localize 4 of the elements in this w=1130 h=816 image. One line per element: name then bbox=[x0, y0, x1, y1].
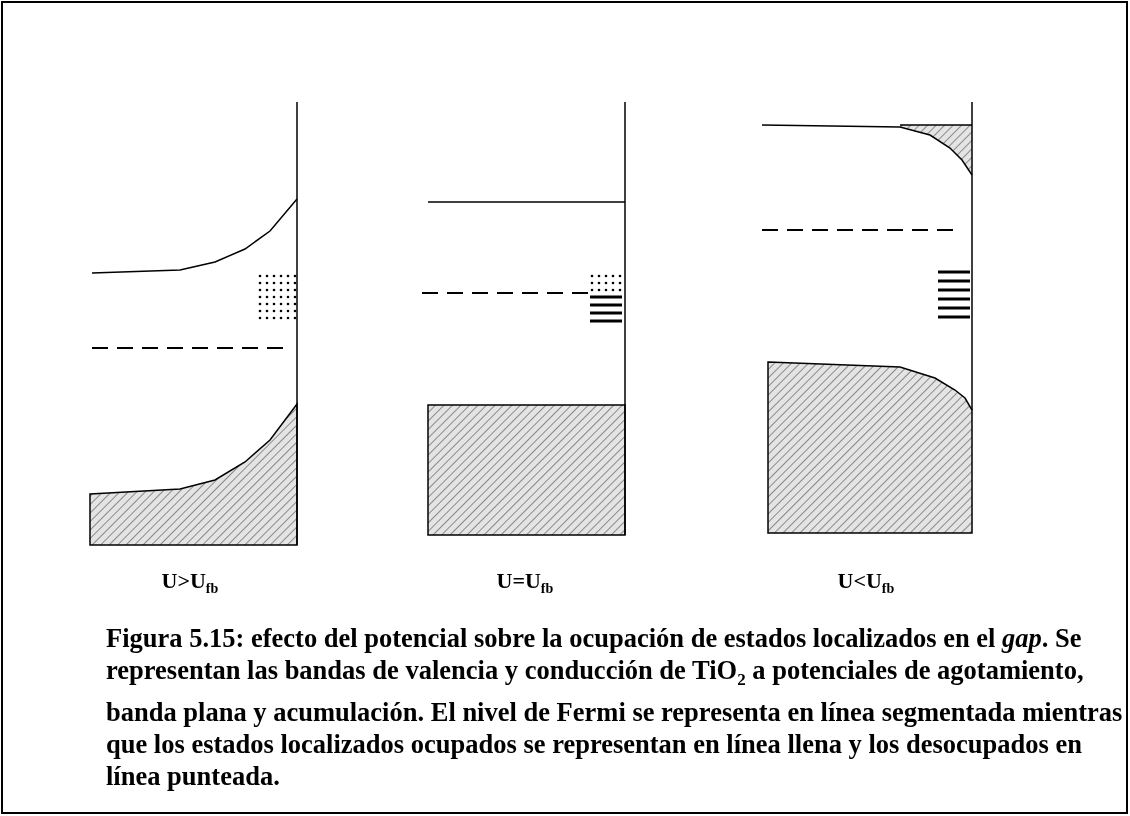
panel-label: U<U$_{fb}$ bbox=[837, 568, 895, 598]
panel-label: U>U$_{fb}$ bbox=[161, 568, 219, 598]
figure-caption: Figura 5.15: efecto del potencial sobre la ocupación de estados localizados en el gap. Se representan las bandas de valencia y conducción de TiO$_{2}$ a potenciales de agotamiento, banda plana y acumulación. El nivel de Fermi se representa en línea segmentada mientras que los estados localizados ocupados se representan en línea llena y los desocupados en línea punteada. bbox=[106, 622, 1124, 793]
panel-label: U=U$_{fb}$ bbox=[496, 568, 554, 598]
